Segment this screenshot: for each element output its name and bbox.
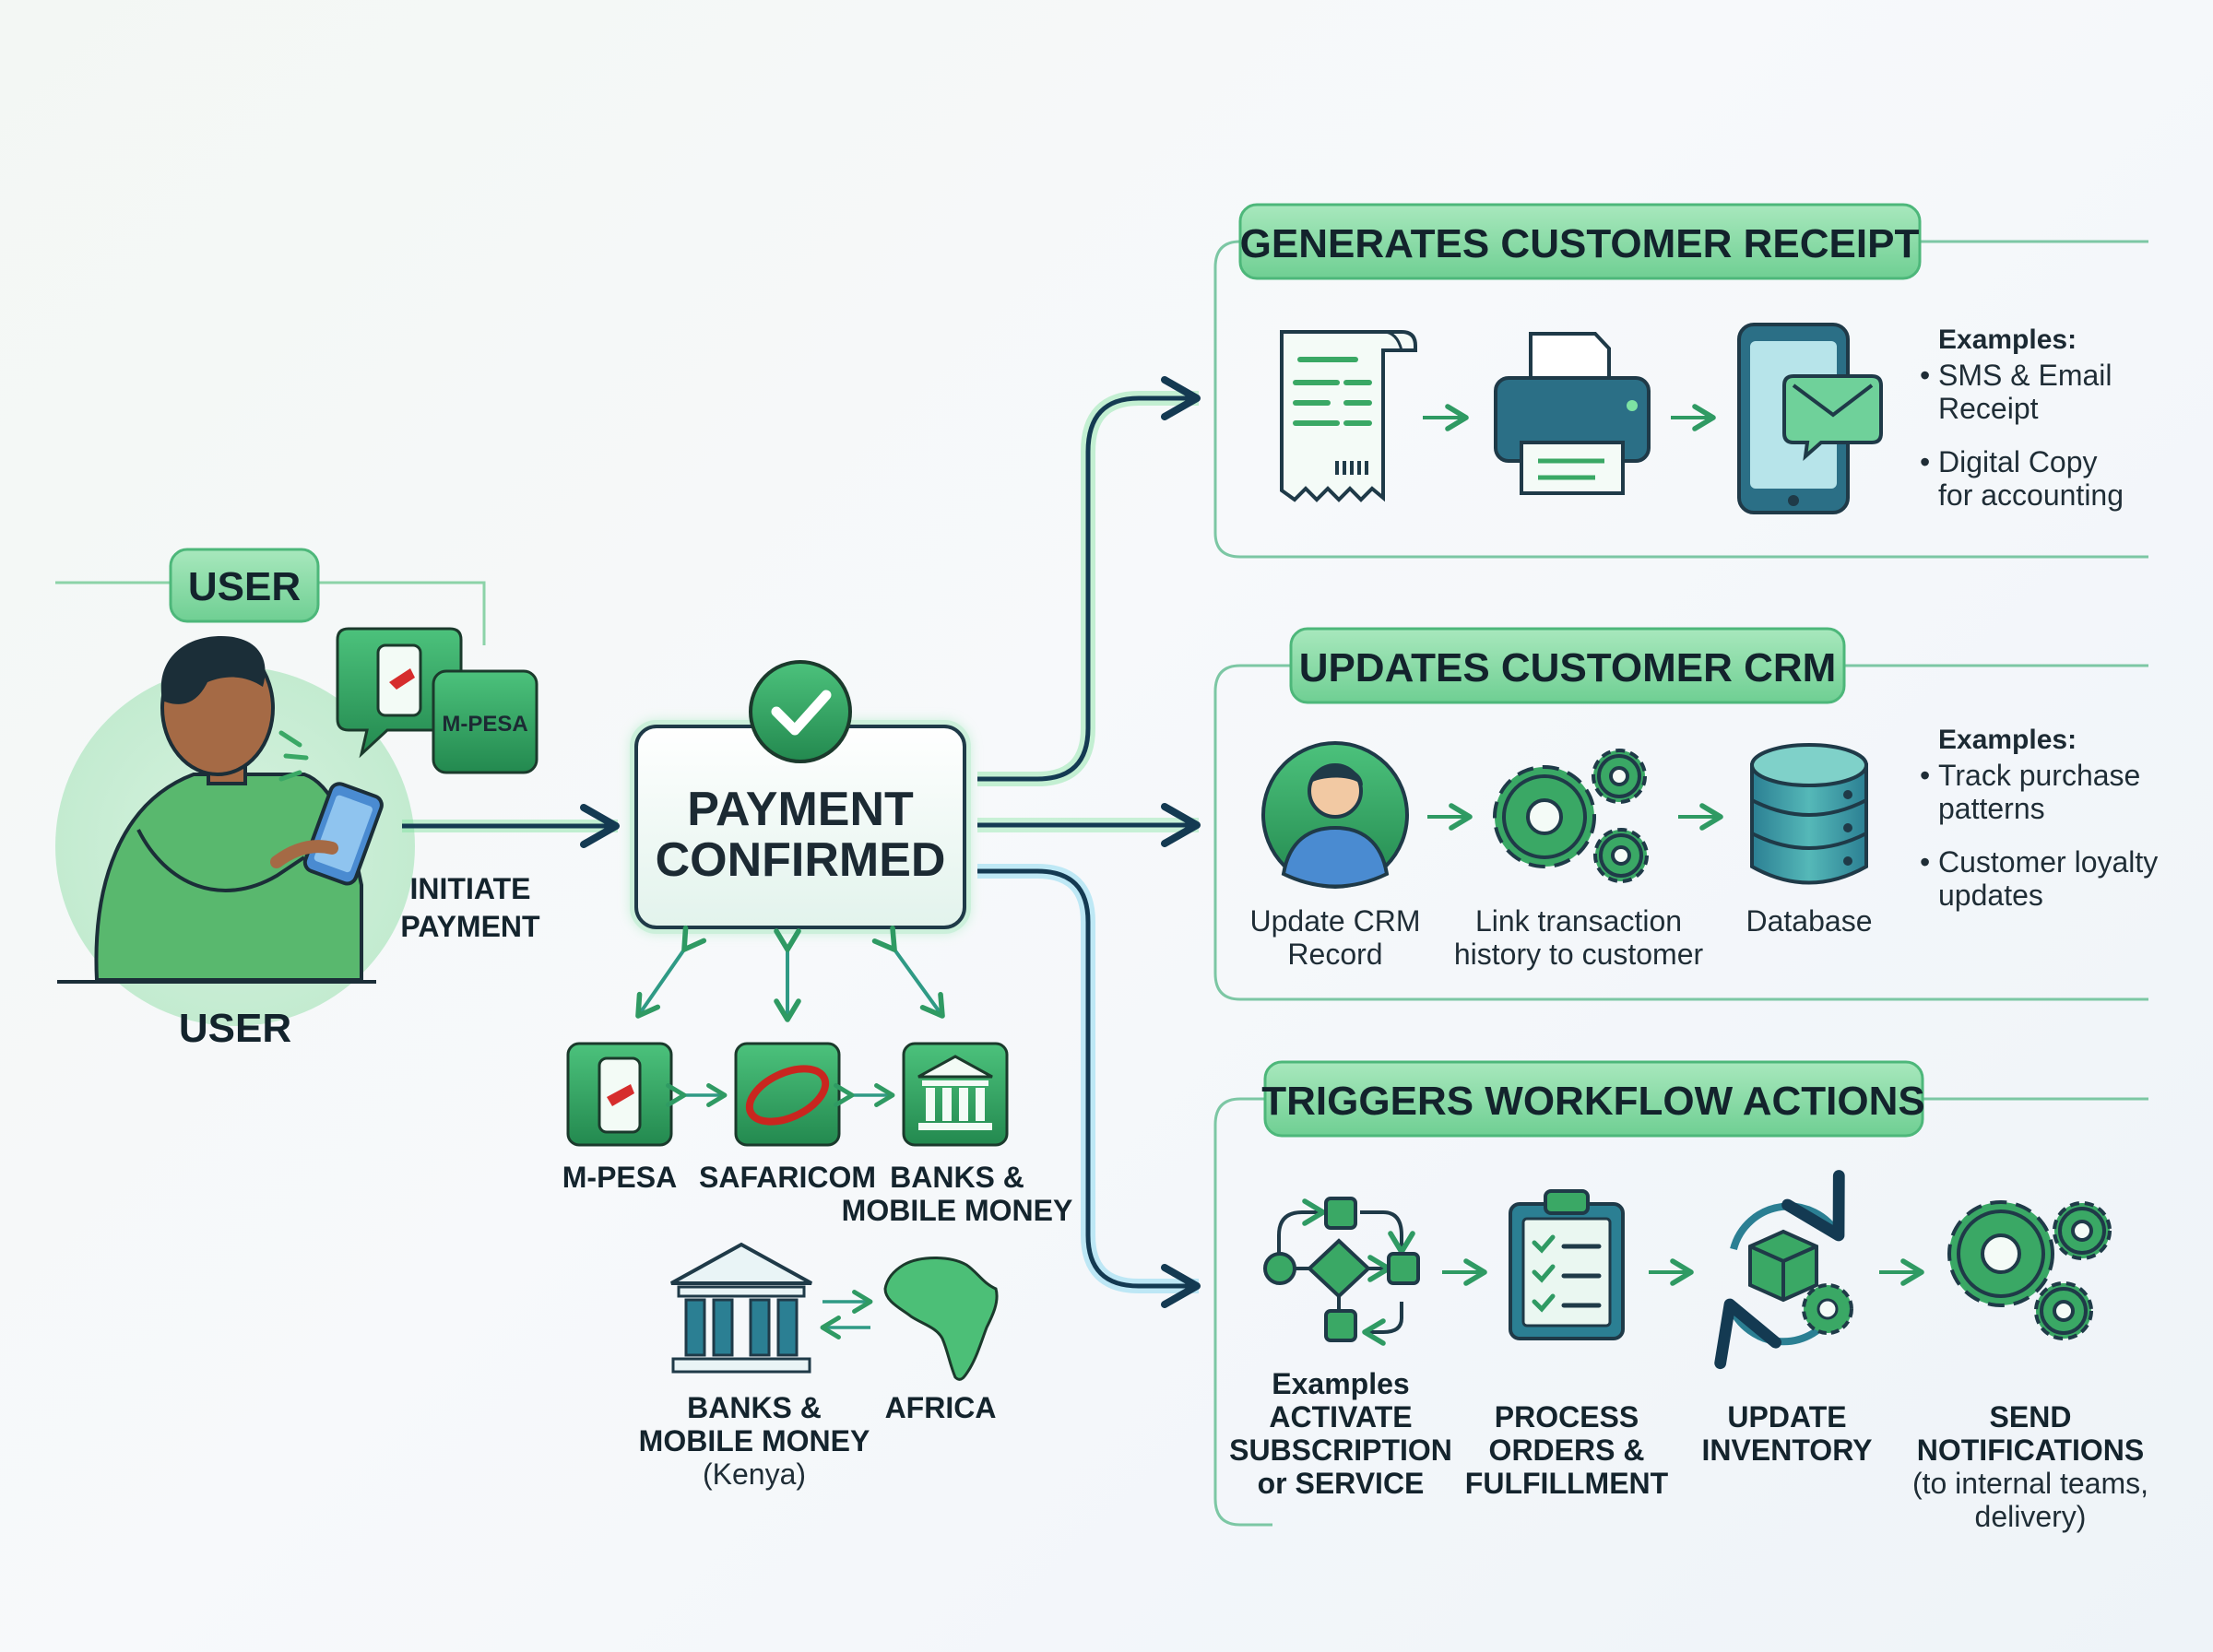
wf-step1-line3: SUBSCRIPTION [1229, 1434, 1452, 1467]
user-bracket-line [55, 581, 486, 645]
svg-text:•: • [1920, 359, 1930, 392]
workflow-chart-icon [1263, 1197, 1420, 1346]
svg-text:•: • [1920, 445, 1930, 478]
workflow-title-pill [1263, 1060, 1924, 1138]
payment-confirmed-node: PAYMENT CONFIRMED [630, 660, 971, 934]
branch-arrows [977, 376, 1201, 1308]
wf-step4-line1: SEND [1990, 1400, 2072, 1434]
branch-arrow-workflow [977, 868, 1201, 1308]
receipt-ex2-line2: for accounting [1938, 478, 2124, 512]
wf-step1-line4: or SERVICE [1258, 1467, 1425, 1500]
notification-gears-icon [1947, 1200, 2112, 1340]
africa-map-icon [883, 1257, 999, 1381]
wf-step3-line2: INVENTORY [1702, 1434, 1873, 1467]
user-profile-icon [1261, 741, 1409, 889]
receipt-ex1-line2: Receipt [1938, 392, 2039, 425]
user-badge-text: USER [188, 564, 301, 609]
crm-title: UPDATES CUSTOMER CRM [1299, 645, 1837, 690]
crm-title-pill [1289, 627, 1846, 704]
crm-step1-line1: Update CRM [1250, 904, 1421, 938]
crm-panel: UPDATES CUSTOMER CRM [1213, 627, 2158, 1001]
crm-step1-line2: Record [1287, 938, 1382, 971]
printer-icon [1494, 332, 1651, 495]
kenya-banks-line2: MOBILE MONEY [639, 1424, 870, 1457]
kenya-bank-icon [670, 1242, 812, 1374]
gears-icon [1493, 749, 1649, 883]
wf-step4-line4: delivery) [1975, 1500, 2087, 1533]
user-label: USER [179, 1006, 291, 1051]
workflow-title: TRIGGERS WORKFLOW ACTIONS [1261, 1079, 1924, 1124]
crm-step3: Database [1746, 904, 1873, 938]
user-section: USER USER M-PESA [55, 548, 620, 1051]
branch-arrow-receipt [977, 376, 1201, 782]
initiate-line2: PAYMENT [400, 910, 540, 943]
initiate-line1: INITIATE [410, 872, 531, 905]
crm-step2-line2: history to customer [1454, 938, 1704, 971]
payment-line2: CONFIRMED [656, 833, 946, 887]
svg-text:•: • [1920, 759, 1930, 792]
receipt-title: GENERATES CUSTOMER RECEIPT [1240, 221, 1920, 266]
wf-step2-line1: PROCESS [1495, 1400, 1639, 1434]
banks-label-line1: BANKS & [890, 1161, 1024, 1194]
user-badge [169, 548, 320, 623]
workflow-panel: TRIGGERS WORKFLOW ACTIONS [1213, 1060, 2148, 1533]
wf-step1-line2: ACTIVATE [1269, 1400, 1412, 1434]
receipt-icon [1280, 330, 1417, 502]
clipboard-checklist-icon [1509, 1189, 1625, 1340]
kenya-banks-line1: BANKS & [687, 1391, 822, 1424]
database-icon [1750, 743, 1868, 885]
safaricom-icon [734, 1042, 841, 1147]
africa-label: AFRICA [885, 1391, 997, 1424]
receipt-examples-title: Examples: [1938, 324, 2077, 355]
receipt-ex1-line1: SMS & Email [1938, 359, 2112, 392]
mpesa-logo-icon: M-PESA [432, 669, 538, 774]
receipt-title-pill [1238, 203, 1922, 280]
mpesa-logo-text: M-PESA [442, 712, 527, 737]
providers-section: M-PESA SAFARICOM BANKS & MOBILE MONEY BA… [562, 1042, 1073, 1491]
bank-provider-icon [902, 1042, 1009, 1147]
crm-examples-title: Examples: [1938, 725, 2077, 755]
crm-ex1-line1: Track purchase [1938, 759, 2140, 792]
banks-label-line2: MOBILE MONEY [842, 1194, 1073, 1227]
payment-line1: PAYMENT [687, 783, 914, 836]
svg-text:•: • [1920, 845, 1930, 879]
receipt-panel: GENERATES CUSTOMER RECEIPT [1213, 203, 2148, 559]
tablet-email-icon [1737, 323, 1883, 514]
safaricom-label: SAFARICOM [699, 1161, 876, 1194]
wf-step4-line2: NOTIFICATIONS [1917, 1434, 2145, 1467]
mpesa-label: M-PESA [562, 1161, 677, 1194]
kenya-banks-line3: (Kenya) [703, 1457, 806, 1491]
wf-step2-line2: ORDERS & [1489, 1434, 1645, 1467]
inventory-cycle-icon [1714, 1170, 1853, 1370]
provider-connectors [635, 925, 945, 1022]
wf-step4-line3: (to internal teams, [1912, 1467, 2148, 1500]
wf-step3-line1: UPDATE [1727, 1400, 1846, 1434]
wf-step2-line3: FULFILLMENT [1465, 1467, 1669, 1500]
person-icon [94, 636, 384, 982]
crm-step2-line1: Link transaction [1475, 904, 1682, 938]
receipt-ex2-line1: Digital Copy [1938, 445, 2098, 478]
check-icon [749, 660, 852, 763]
crm-ex2-line1: Customer loyalty [1938, 845, 2158, 879]
crm-ex1-line2: patterns [1938, 792, 2045, 825]
kenya-africa-links [820, 1290, 873, 1339]
mpesa-provider-icon [566, 1042, 673, 1147]
phone-chat-icon [336, 627, 463, 759]
crm-ex2-line2: updates [1938, 879, 2043, 912]
wf-step1-line1: Examples [1272, 1367, 1409, 1400]
